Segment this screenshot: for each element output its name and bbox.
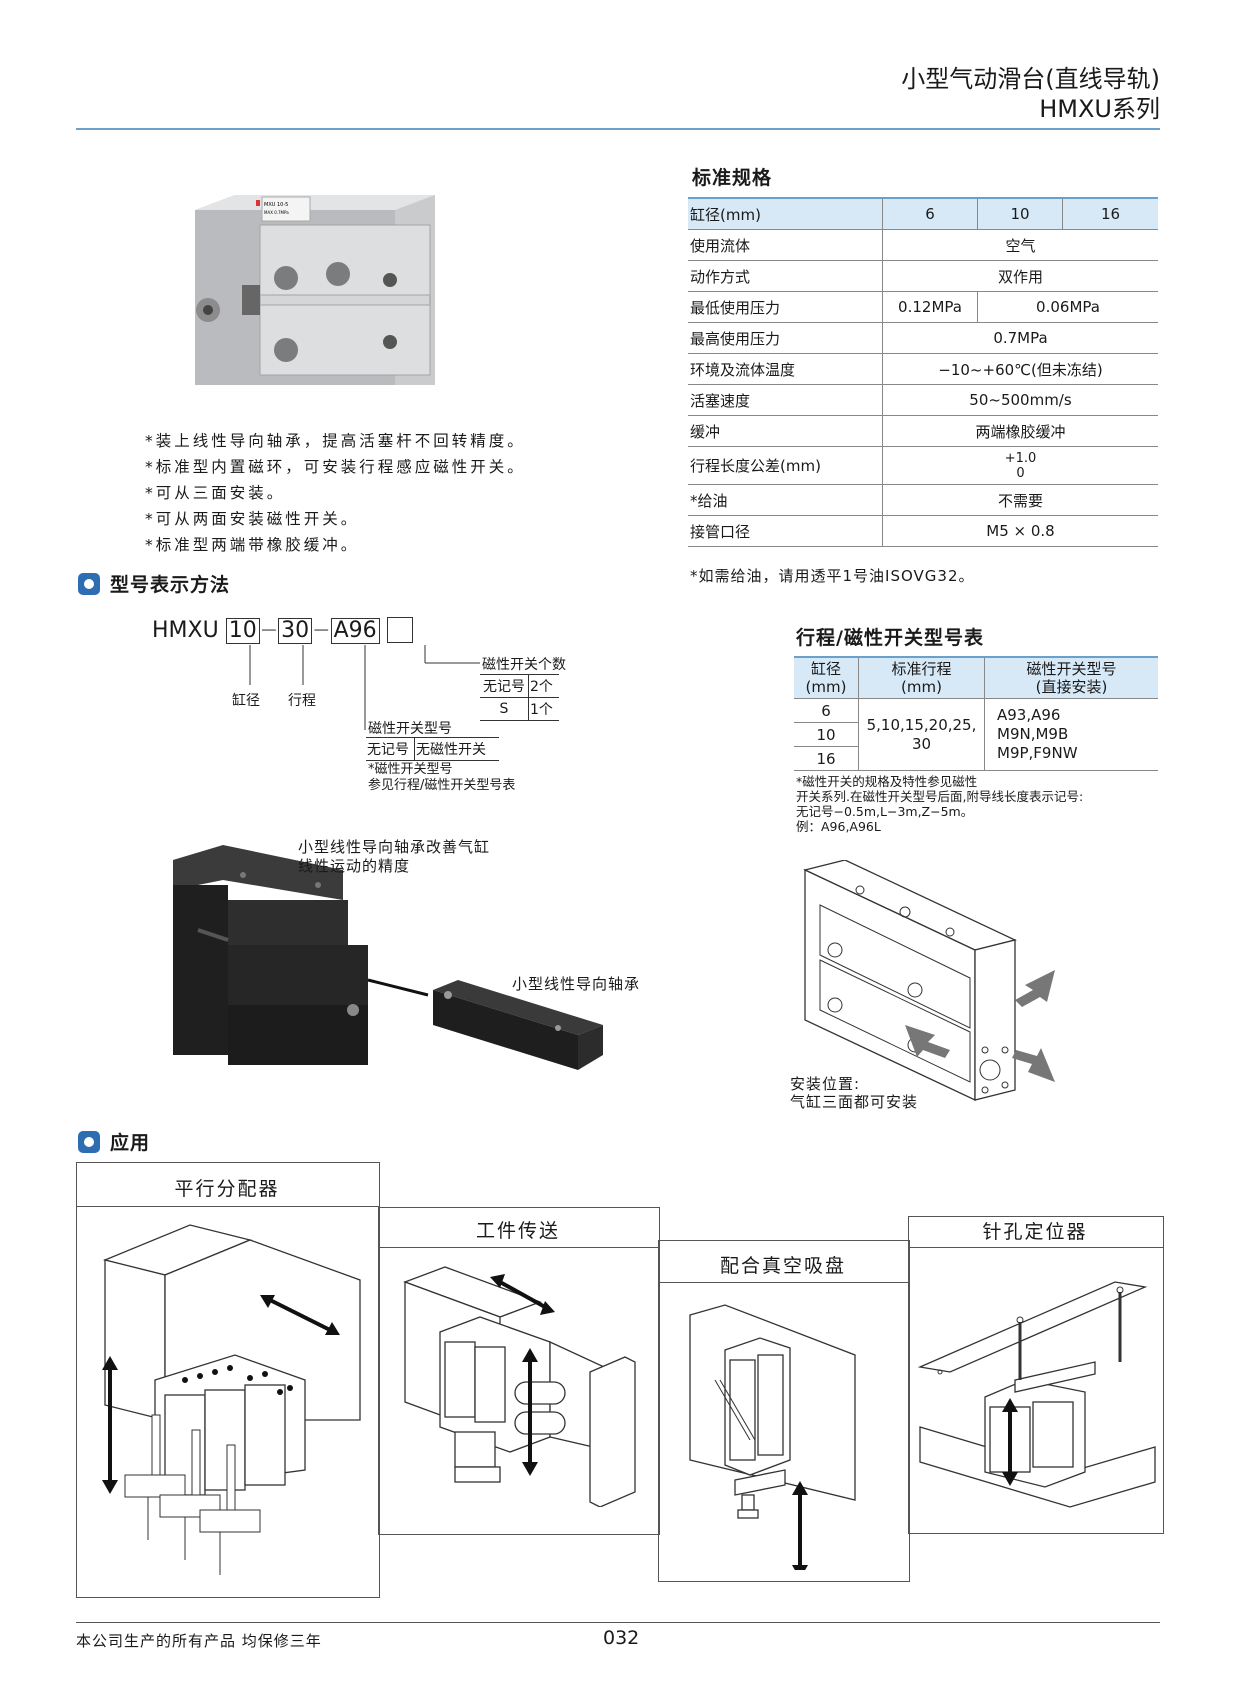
model-code: HMXU 10−30−A96 xyxy=(152,617,413,644)
table-row: 缸径(mm) 6 10 16 xyxy=(688,197,1158,230)
model-leader-lines xyxy=(249,645,480,730)
model-section-title: 型号表示方法 xyxy=(78,570,230,597)
table-row: 10 xyxy=(794,722,1158,747)
guide-caption: 小型线性导向轴承改善气缸 线性运动的精度 xyxy=(298,838,491,875)
label-bore: 缸径 xyxy=(232,693,260,709)
switch-type-title: 磁性开关型号 xyxy=(368,721,452,737)
switch-type-table: 无记号无磁性开关 xyxy=(366,737,499,761)
feature-item: *可从三面安装。 xyxy=(145,484,286,502)
table-row: 环境及流体温度−10~+60℃(但未冻结) xyxy=(688,353,1158,385)
vacuum-cup-drawing xyxy=(689,1304,856,1570)
header-title-line1: 小型气动滑台(直线导轨) xyxy=(901,65,1160,93)
stroke-table-title: 行程/磁性开关型号表 xyxy=(796,627,984,649)
header-title-line2: HMXU系列 xyxy=(1039,95,1160,123)
table-row: 缸径 (mm) 标准行程 (mm) 磁性开关型号 (直接安装) xyxy=(794,656,1158,699)
warranty-text: 本公司生产的所有产品 均保修三年 xyxy=(76,1632,322,1650)
workpiece-transfer-drawing xyxy=(403,1266,636,1507)
app-label: 配合真空吸盘 xyxy=(719,1255,846,1277)
divider xyxy=(378,1247,660,1248)
tolerance-lower: 0 xyxy=(1016,465,1025,481)
spec-note: *如需给油，请用透平1号油ISOVG32。 xyxy=(690,567,975,585)
model-bore-box: 10 xyxy=(225,618,260,644)
table-row: 缓冲两端橡胶缓冲 xyxy=(688,415,1158,447)
pin-locator-drawing xyxy=(917,1281,1156,1508)
model-count-box xyxy=(386,617,413,643)
table-row: 无记号无磁性开关 xyxy=(366,737,499,761)
switch-type-note: *磁性开关型号 参见行程/磁性开关型号表 xyxy=(368,762,516,793)
app-box-vacuum-cup xyxy=(658,1240,910,1582)
page-number: 032 xyxy=(603,1627,640,1649)
divider xyxy=(658,1282,910,1283)
spec-title: 标准规格 xyxy=(692,167,773,189)
bearing-caption: 小型线性导向轴承 xyxy=(512,975,641,993)
app-box-parallel-distributor xyxy=(76,1162,380,1598)
product-label-line2: MAX 0.7MPa xyxy=(264,210,289,215)
model-prefix: HMXU xyxy=(152,618,219,643)
divider xyxy=(908,1247,1164,1248)
feature-item: *标准型内置磁环，可安装行程感应磁性开关。 xyxy=(145,458,526,476)
stroke-switch-table: 缸径 (mm) 标准行程 (mm) 磁性开关型号 (直接安装) 6 5,10,1… xyxy=(794,656,1158,771)
section-bullet-icon xyxy=(78,1131,100,1153)
footer-divider xyxy=(76,1622,1160,1623)
header-divider xyxy=(76,128,1160,130)
app-label: 工件传送 xyxy=(475,1220,560,1242)
table-row: 使用流体空气 xyxy=(688,229,1158,261)
mount-caption: 安装位置: 气缸三面都可安装 xyxy=(790,1075,919,1111)
tolerance-upper: +1.0 xyxy=(1004,450,1037,466)
header-title: 小型气动滑台(直线导轨) HMXU系列 xyxy=(901,64,1160,124)
product-photo: MXU 10-5 MAX 0.7MPa xyxy=(195,195,435,385)
parallel-distributor-drawing xyxy=(102,1224,361,1575)
table-row: 动作方式双作用 xyxy=(688,260,1158,292)
app-label: 平行分配器 xyxy=(174,1178,280,1200)
model-switch-box: A96 xyxy=(330,618,380,644)
product-label-line1: MXU 10-5 xyxy=(264,202,288,208)
model-stroke-box: 30 xyxy=(278,618,313,644)
mount-position-drawing xyxy=(803,860,1055,1102)
section-bullet-icon xyxy=(78,573,100,595)
table-row: 16 xyxy=(794,746,1158,771)
feature-item: *可从两面安装磁性开关。 xyxy=(145,510,360,528)
linear-guide-photo xyxy=(173,845,603,1070)
app-box-pin-locator xyxy=(908,1216,1164,1534)
divider xyxy=(76,1206,380,1207)
feature-item: *标准型两端带橡胶缓冲。 xyxy=(145,536,360,554)
switch-count-title: 磁性开关个数 xyxy=(482,657,566,673)
app-box-workpiece-transfer xyxy=(378,1207,660,1535)
feature-list: *装上线性导向轴承，提高活塞杆不回转精度。 *标准型内置磁环，可安装行程感应磁性… xyxy=(145,428,526,558)
table-row: *给油不需要 xyxy=(688,484,1158,516)
app-label: 针孔定位器 xyxy=(982,1221,1088,1243)
stroke-table-notes: *磁性开关的规格及特性参见磁性 开关系列.在磁性开关型号后面,附导线长度表示记号… xyxy=(796,774,1084,834)
feature-item: *装上线性导向轴承，提高活塞杆不回转精度。 xyxy=(145,432,526,450)
table-row: 行程长度公差(mm) +1.0 0 xyxy=(688,446,1158,485)
table-row: 6 5,10,15,20,25, 30 A93,A96 M9N,M9B M9P,… xyxy=(794,698,1158,771)
label-stroke: 行程 xyxy=(288,693,316,709)
application-section-title: 应用 xyxy=(78,1128,150,1155)
